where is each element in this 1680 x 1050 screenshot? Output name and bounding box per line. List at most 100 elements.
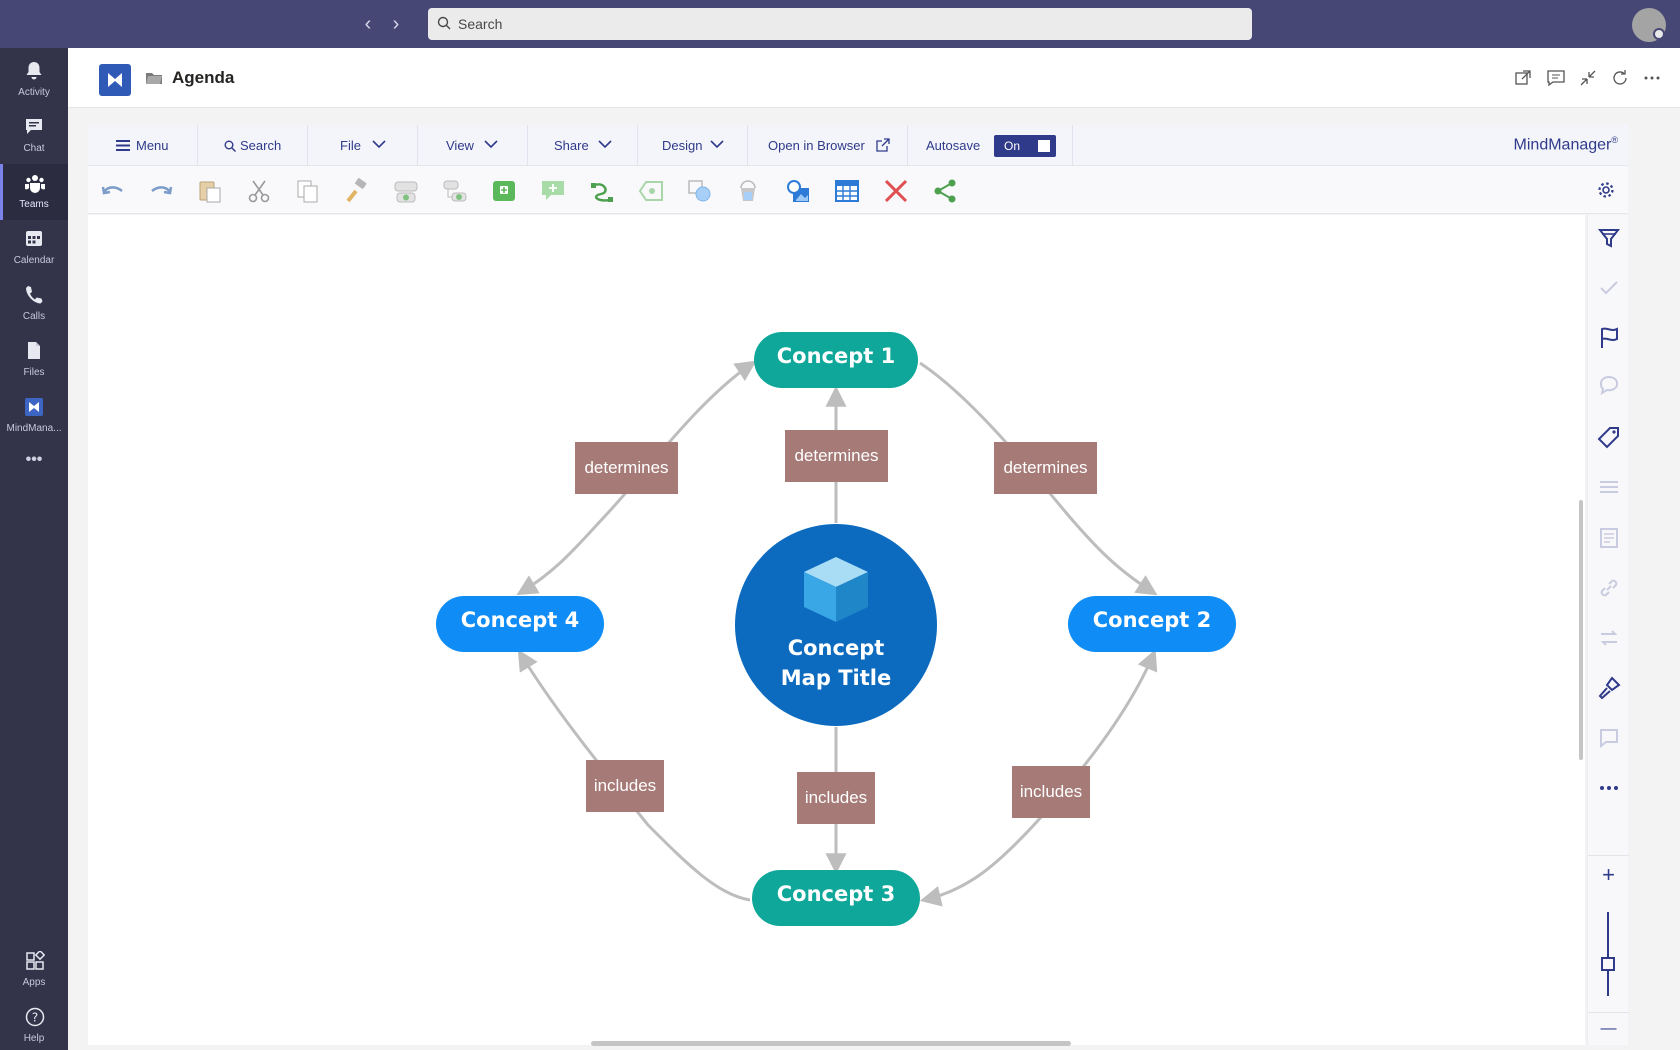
share-menu[interactable]: Share [528, 125, 638, 166]
redo-icon[interactable] [148, 178, 174, 204]
tag-icon[interactable] [1596, 425, 1622, 451]
search-button[interactable]: Search [198, 125, 308, 166]
rail-item-calls[interactable]: Calls [0, 276, 68, 332]
zoom-slider-track[interactable] [1607, 912, 1609, 996]
paste-icon[interactable] [197, 178, 223, 204]
link-label-bottom-left[interactable]: includes [586, 760, 664, 812]
collapse-icon[interactable] [1576, 66, 1600, 90]
more-apps-icon[interactable]: ••• [25, 451, 43, 468]
rail-item-help[interactable]: ? Help [0, 998, 68, 1050]
help-icon: ? [25, 1007, 45, 1027]
back-arrow-icon[interactable]: ‹ [364, 13, 372, 35]
pop-out-icon[interactable] [1511, 66, 1535, 90]
rail-item-calendar[interactable]: Calendar [0, 220, 68, 276]
zoom-in-button[interactable]: + [1602, 862, 1615, 887]
flag-icon[interactable] [1596, 325, 1622, 351]
add-boundary-icon[interactable] [638, 178, 664, 204]
concept-1-label: Concept 1 [776, 344, 896, 368]
rail-item-mindmanager[interactable]: MindMana... [0, 388, 68, 444]
link-label-bottom-center[interactable]: includes [797, 772, 875, 824]
rail-label-teams: Teams [19, 199, 49, 210]
teams-icon [25, 175, 45, 193]
filter-icon[interactable] [1596, 225, 1622, 251]
concept-3-label: Concept 3 [776, 882, 896, 906]
rail-item-teams[interactable]: Teams [0, 164, 68, 220]
add-floating-topic-icon[interactable] [491, 178, 517, 204]
conversation-icon[interactable] [1544, 66, 1568, 90]
task-check-icon[interactable] [1596, 275, 1622, 301]
vertical-scrollbar[interactable] [1579, 500, 1583, 760]
insert-image-icon[interactable] [785, 178, 811, 204]
menu-bar: Menu Search File View Share Design Open … [88, 125, 1628, 166]
rail-item-activity[interactable]: Activity [0, 52, 68, 108]
rail-item-apps[interactable]: Apps [0, 942, 68, 998]
search-input[interactable]: Search [428, 8, 1252, 40]
right-side-panel: + — [1587, 215, 1629, 1045]
app-rail: Activity Chat Teams Calendar Calls Files… [0, 48, 68, 1050]
concept-2-label: Concept 2 [1092, 608, 1212, 632]
add-child-topic-icon[interactable] [442, 178, 468, 204]
forward-arrow-icon[interactable]: › [392, 13, 400, 35]
zoom-out-button[interactable]: — [1600, 1020, 1617, 1037]
add-subtopic-icon[interactable] [393, 178, 419, 204]
presence-status-icon [1653, 28, 1665, 40]
settings-gear-icon[interactable] [1596, 180, 1616, 200]
toolbar [88, 166, 1628, 214]
concept-4-node[interactable] [436, 596, 604, 652]
relationship-icon[interactable] [1596, 625, 1622, 651]
add-callout-icon[interactable] [540, 178, 566, 204]
list-icon[interactable] [1596, 475, 1622, 501]
format-painter-icon[interactable] [344, 178, 370, 204]
chat-icon [26, 119, 42, 134]
rail-label-calendar: Calendar [13, 255, 55, 266]
central-topic-node[interactable] [735, 524, 937, 726]
add-relationship-icon[interactable] [589, 178, 615, 204]
concept-3-node[interactable] [752, 870, 920, 926]
search-icon [437, 16, 451, 30]
link-label-top-right[interactable]: determines [994, 442, 1097, 494]
autosave-toggle[interactable]: On [994, 135, 1056, 157]
share-label: Share [554, 138, 589, 153]
design-menu[interactable]: Design [638, 125, 748, 166]
rail-item-files[interactable]: Files [0, 332, 68, 388]
mindmanager-icon [25, 398, 43, 416]
link-label-bottom-right[interactable]: includes [1012, 766, 1090, 818]
undo-icon[interactable] [100, 178, 126, 204]
open-in-browser-button[interactable]: Open in Browser [748, 125, 908, 166]
rail-item-chat[interactable]: Chat [0, 108, 68, 164]
app-header: Agenda [68, 48, 1680, 108]
title-bar: ‹ › Search [0, 0, 1680, 48]
mindmanager-logo-icon [99, 64, 131, 96]
zoom-slider-thumb[interactable] [1601, 957, 1615, 971]
svg-text:?: ? [32, 1011, 38, 1025]
menu-button[interactable]: Menu [88, 125, 198, 166]
rail-label-calls: Calls [22, 311, 46, 322]
concept-2-node[interactable] [1068, 596, 1236, 652]
add-shape-icon[interactable] [687, 178, 713, 204]
view-menu[interactable]: View [418, 125, 528, 166]
insert-table-icon[interactable] [834, 178, 860, 204]
share-icon[interactable] [932, 178, 958, 204]
comment-icon[interactable] [1596, 375, 1622, 401]
map-canvas[interactable]: Concept 1 Concept 2 Concept 3 Concept 4 … [88, 215, 1585, 1046]
notes-icon[interactable] [1596, 525, 1622, 551]
rail-label-apps: Apps [22, 977, 46, 988]
link-icon[interactable] [1596, 575, 1622, 601]
more-options-icon[interactable] [1640, 66, 1664, 90]
copy-icon[interactable] [295, 178, 321, 204]
refresh-icon[interactable] [1608, 66, 1632, 90]
horizontal-scrollbar[interactable] [591, 1041, 1071, 1046]
more-icon[interactable] [1596, 775, 1622, 801]
brush-icon[interactable] [1596, 675, 1622, 701]
open-in-browser-label: Open in Browser [768, 138, 865, 153]
callout-icon[interactable] [1596, 725, 1622, 751]
delete-icon[interactable] [883, 178, 909, 204]
link-label-top-left[interactable]: determines [575, 442, 678, 494]
zoom-divider-bottom [1588, 1012, 1629, 1013]
cube-icon [804, 557, 868, 622]
file-menu[interactable]: File [308, 125, 418, 166]
concept-1-node[interactable] [754, 332, 918, 388]
cut-icon[interactable] [246, 178, 272, 204]
fill-bucket-icon[interactable] [736, 178, 762, 204]
link-label-top-center[interactable]: determines [785, 430, 888, 482]
